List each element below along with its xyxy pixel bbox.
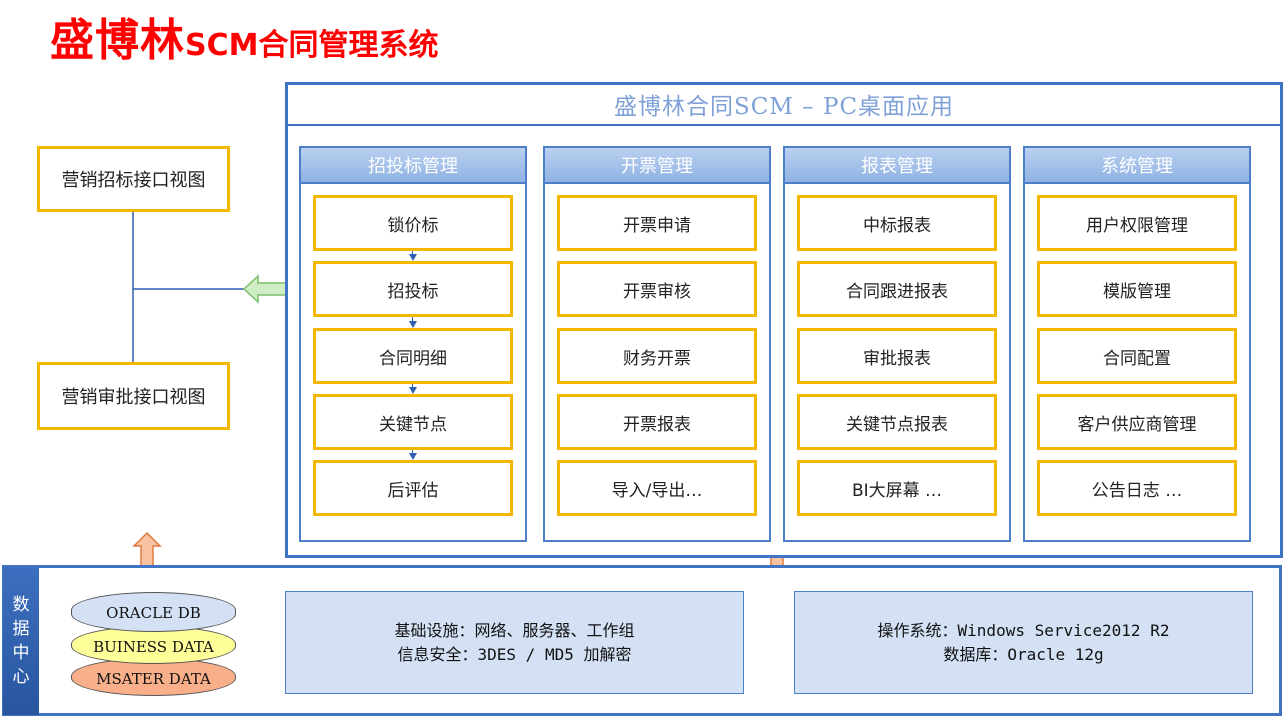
column-header-label: 报表管理 [861, 156, 933, 177]
page-title: 盛博林SCM合同管理系统 [50, 4, 438, 68]
column-header: 系统管理 [1025, 148, 1249, 184]
os-line: 操作系统：Windows Service2012 R2 [877, 620, 1170, 640]
label-char: 数 [12, 594, 30, 615]
infra-line: 信息安全：3DES / MD5 加解密 [397, 644, 632, 664]
module-item[interactable]: 用户权限管理 [1037, 195, 1237, 251]
flow-line [412, 317, 413, 322]
module-item[interactable]: 合同明细 [313, 328, 513, 384]
view-label: 营销审批接口视图 [61, 387, 206, 408]
db-layer-oracle-db: ORACLE DB [71, 592, 236, 632]
column-header-label: 招投标管理 [368, 156, 458, 177]
module-item[interactable]: 后评估 [313, 460, 513, 516]
module-item-label: 开票申请 [623, 215, 691, 236]
module-item[interactable]: 开票报表 [557, 394, 757, 450]
module-item-label: 合同配置 [1103, 348, 1171, 369]
flow-line [412, 251, 413, 255]
module-item[interactable]: 开票审核 [557, 261, 757, 317]
os-line: 数据库：Oracle 12g [943, 644, 1104, 664]
db-layer-label: BUINESS DATA [93, 638, 214, 656]
module-item[interactable]: 模版管理 [1037, 261, 1237, 317]
flow-arrow [409, 387, 417, 394]
module-item-label: 后评估 [387, 480, 439, 501]
app-title-text: 盛博林合同SCM – PC桌面应用 [613, 94, 955, 120]
module-item-label: 合同跟进报表 [846, 281, 948, 302]
module-item-label: 中标报表 [863, 215, 931, 236]
label-char: 心 [12, 666, 30, 687]
module-item[interactable]: 关键节点 [313, 394, 513, 450]
module-item[interactable]: 招投标 [313, 261, 513, 317]
module-item[interactable]: 客户供应商管理 [1037, 394, 1237, 450]
column-header-label: 开票管理 [621, 156, 693, 177]
marketing-approval-interface-view[interactable]: 营销审批接口视图 [37, 362, 230, 430]
app-title: 盛博林合同SCM – PC桌面应用 [287, 84, 1281, 126]
module-item[interactable]: BI大屏幕 … [797, 460, 997, 516]
module-item-label: 开票审核 [623, 281, 691, 302]
module-item-label: 关键节点 [379, 414, 447, 435]
module-item[interactable]: 导入/导出… [557, 460, 757, 516]
column-header: 招投标管理 [301, 148, 525, 184]
module-item-label: 关键节点报表 [846, 414, 948, 435]
flow-arrow [409, 254, 417, 261]
infrastructure-box: 基础设施：网络、服务器、工作组 信息安全：3DES / MD5 加解密 [285, 591, 744, 694]
db-layer-master-data: MSATER DATA [71, 658, 236, 696]
module-item[interactable]: 公告日志 … [1037, 460, 1237, 516]
module-item-label: 开票报表 [623, 414, 691, 435]
flow-arrow [409, 321, 417, 328]
module-item[interactable]: 合同跟进报表 [797, 261, 997, 317]
title-brand: 盛博林 [50, 15, 185, 66]
module-item-label: 公告日志 … [1091, 480, 1183, 501]
module-item-label: BI大屏幕 … [851, 480, 943, 501]
module-item-label: 审批报表 [863, 348, 931, 369]
db-layer-business-data: BUINESS DATA [71, 626, 236, 664]
module-item[interactable]: 开票申请 [557, 195, 757, 251]
flow-arrow [409, 453, 417, 460]
data-center-label: 数 据 中 心 [3, 566, 39, 715]
db-layer-label: ORACLE DB [106, 604, 201, 622]
module-item[interactable]: 审批报表 [797, 328, 997, 384]
module-item[interactable]: 中标报表 [797, 195, 997, 251]
label-char: 中 [12, 642, 30, 663]
module-item[interactable]: 锁价标 [313, 195, 513, 251]
module-item-label: 招投标 [387, 281, 439, 302]
module-item-label: 模版管理 [1103, 281, 1171, 302]
module-item-label: 用户权限管理 [1086, 215, 1188, 236]
db-layer-label: MSATER DATA [96, 670, 211, 688]
module-item-label: 客户供应商管理 [1077, 414, 1197, 435]
module-item-label: 合同明细 [379, 348, 447, 369]
view-label: 营销招标接口视图 [61, 170, 206, 191]
infra-line: 基础设施：网络、服务器、工作组 [394, 620, 635, 640]
module-item[interactable]: 财务开票 [557, 328, 757, 384]
title-rest: SCM合同管理系统 [185, 28, 439, 63]
module-item-label: 财务开票 [623, 348, 691, 369]
marketing-bid-interface-view[interactable]: 营销招标接口视图 [37, 146, 230, 212]
module-item[interactable]: 关键节点报表 [797, 394, 997, 450]
column-header: 报表管理 [785, 148, 1009, 184]
os-database-box: 操作系统：Windows Service2012 R2 数据库：Oracle 1… [794, 591, 1253, 694]
column-header-label: 系统管理 [1101, 156, 1173, 177]
flow-line [412, 450, 413, 454]
label-char: 据 [12, 618, 30, 639]
column-header: 开票管理 [545, 148, 769, 184]
module-item-label: 导入/导出… [611, 480, 703, 501]
module-item-label: 锁价标 [387, 215, 439, 236]
module-item[interactable]: 合同配置 [1037, 328, 1237, 384]
flow-line [412, 384, 413, 388]
